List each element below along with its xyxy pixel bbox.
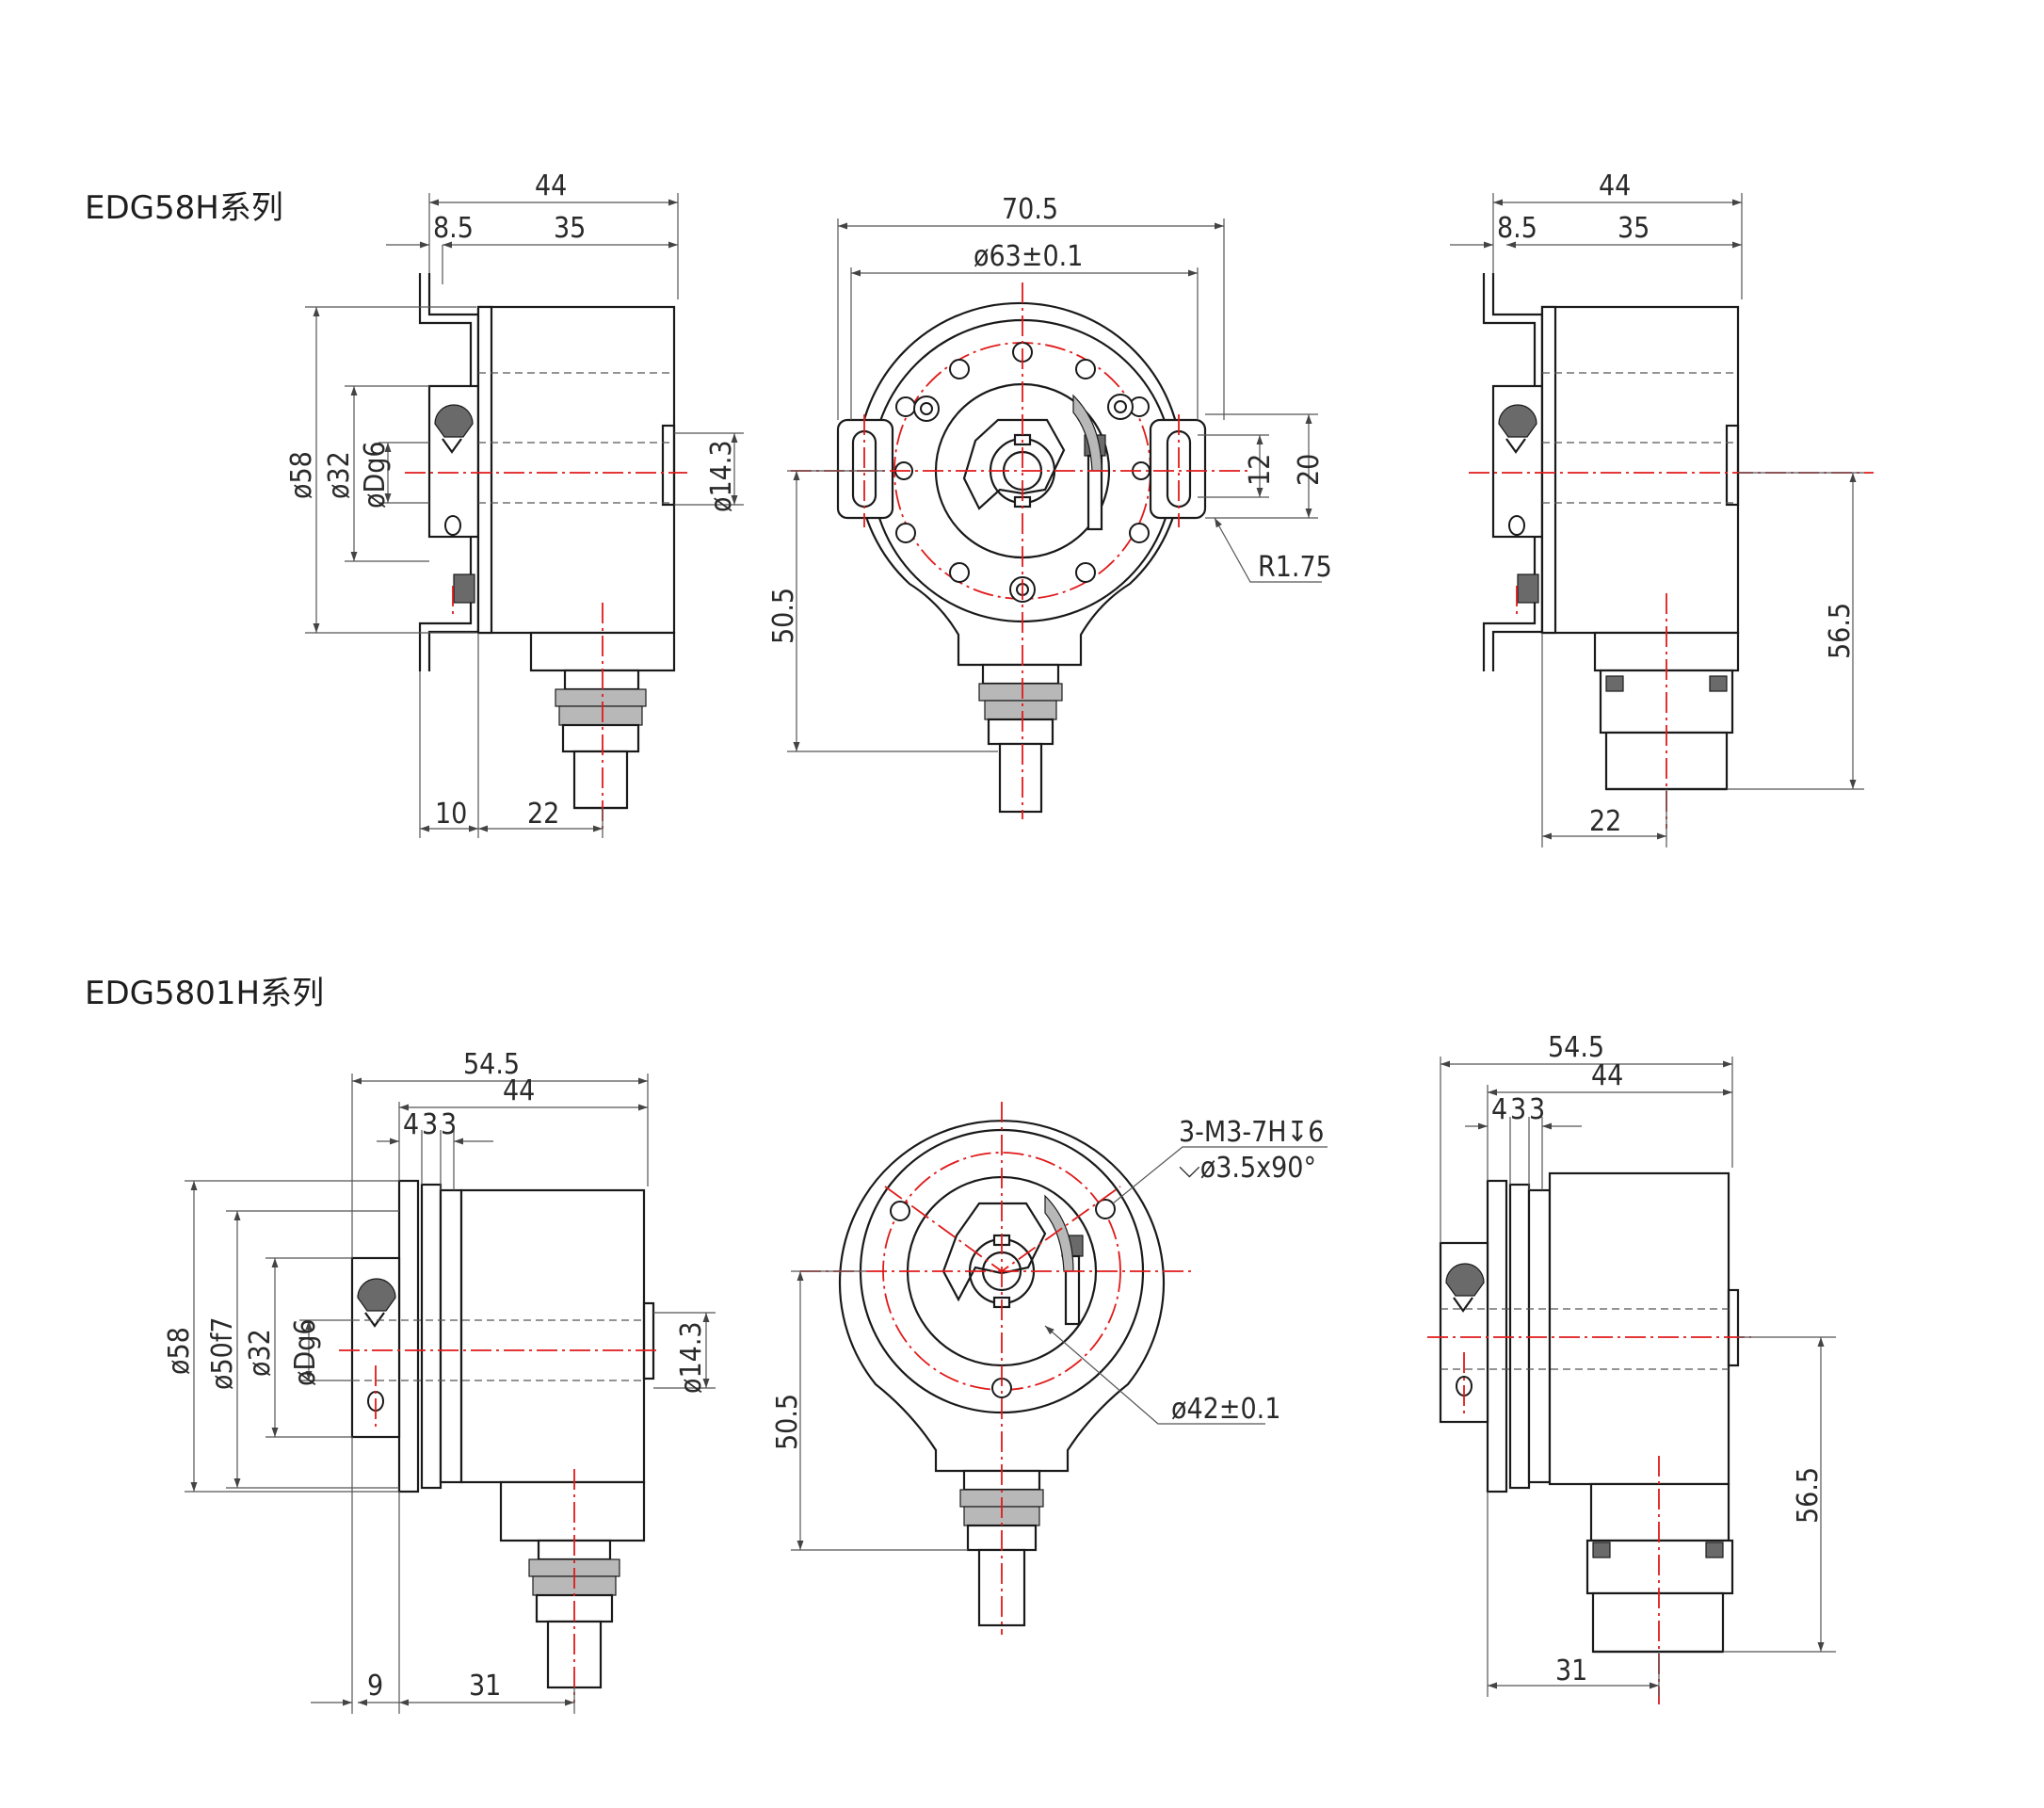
dim-spigot: ø50f7 xyxy=(206,1316,239,1390)
dim-shaft: øDg6 xyxy=(289,1318,322,1386)
edg5801h-connector-view: 54.5 44 4 3 3 56.5 31 xyxy=(1427,1031,1836,1704)
callout-countersink: ⌵ø3.5x90° xyxy=(1179,1152,1316,1185)
dim-total-length: 54.5 xyxy=(463,1048,520,1081)
dim-body-length: 35 xyxy=(1617,212,1650,245)
dim-body-diameter: ø58 xyxy=(285,451,318,499)
dim-flange-c: 3 xyxy=(441,1108,457,1141)
dim-cable-offset: 31 xyxy=(469,1670,501,1703)
series-title: EDG5801H系列 xyxy=(85,975,324,1012)
dim-slot-radius: R1.75 xyxy=(1258,551,1332,584)
edg5801h-side-view: 54.5 44 4 3 3 ø58 ø50f7 ø32 øDg6 ø14.3 9… xyxy=(163,1048,716,1714)
dim-center-height: 50.5 xyxy=(767,588,800,644)
dim-slot-height: 20 xyxy=(1293,454,1326,486)
dim-flange-b: 3 xyxy=(422,1108,438,1141)
dim-cable-offset: 22 xyxy=(527,798,559,831)
edg58h-front-view: 70.5 ø63±0.1 12 20 R1.75 50.5 xyxy=(767,193,1332,819)
dim-body-diameter: ø58 xyxy=(163,1327,196,1375)
edg5801h-front-view: 3-M3-7H↧6 ⌵ø3.5x90° ø42±0.1 50.5 xyxy=(771,1102,1328,1635)
dim-bolt-circle: ø42±0.1 xyxy=(1171,1393,1280,1426)
dim-flange-a: 4 xyxy=(403,1108,419,1141)
dim-flange-a: 4 xyxy=(1491,1093,1507,1126)
dim-slot-width: 12 xyxy=(1244,454,1277,486)
dim-bore: ø14.3 xyxy=(705,440,738,512)
dim-center-height: 50.5 xyxy=(771,1394,804,1450)
dim-flange-offset: 8.5 xyxy=(1497,212,1537,245)
edg58h-connector-view: 44 8.5 35 56.5 22 xyxy=(1450,170,1874,848)
bolt-holes xyxy=(894,342,1151,603)
dim-flange-b: 3 xyxy=(1510,1093,1526,1126)
dim-stator-offset: 9 xyxy=(367,1670,383,1703)
edg58h-side-view: 44 8.5 35 ø58 ø32 øDg6 ø14.3 10 22 xyxy=(285,170,744,838)
dim-connector-height: 56.5 xyxy=(1824,603,1857,659)
dim-bore-circle: ø32 xyxy=(323,451,356,499)
dim-total-length: 54.5 xyxy=(1548,1031,1604,1064)
dim-connector-offset: 22 xyxy=(1589,805,1621,838)
dim-connector-offset: 31 xyxy=(1555,1655,1587,1687)
dim-total-length: 44 xyxy=(535,170,567,202)
dim-body-length: 44 xyxy=(503,1074,535,1107)
dim-bolt-circle: ø63±0.1 xyxy=(974,240,1083,273)
dim-flange-offset: 8.5 xyxy=(433,212,474,245)
dim-body-length: 35 xyxy=(554,212,586,245)
dim-bore-circle: ø32 xyxy=(244,1329,277,1377)
dim-body-length: 44 xyxy=(1591,1059,1623,1092)
series-title: EDG58H系列 xyxy=(85,189,283,227)
dim-bore: ø14.3 xyxy=(675,1321,708,1394)
dim-total-length: 44 xyxy=(1599,170,1631,202)
dim-stator-offset: 10 xyxy=(435,798,467,831)
dim-shaft: øDg6 xyxy=(359,441,392,508)
callout-thread-spec: 3-M3-7H↧6 xyxy=(1179,1116,1324,1149)
dim-connector-height: 56.5 xyxy=(1792,1467,1825,1524)
dim-flange-c: 3 xyxy=(1529,1093,1545,1126)
dim-width: 70.5 xyxy=(1002,193,1058,226)
